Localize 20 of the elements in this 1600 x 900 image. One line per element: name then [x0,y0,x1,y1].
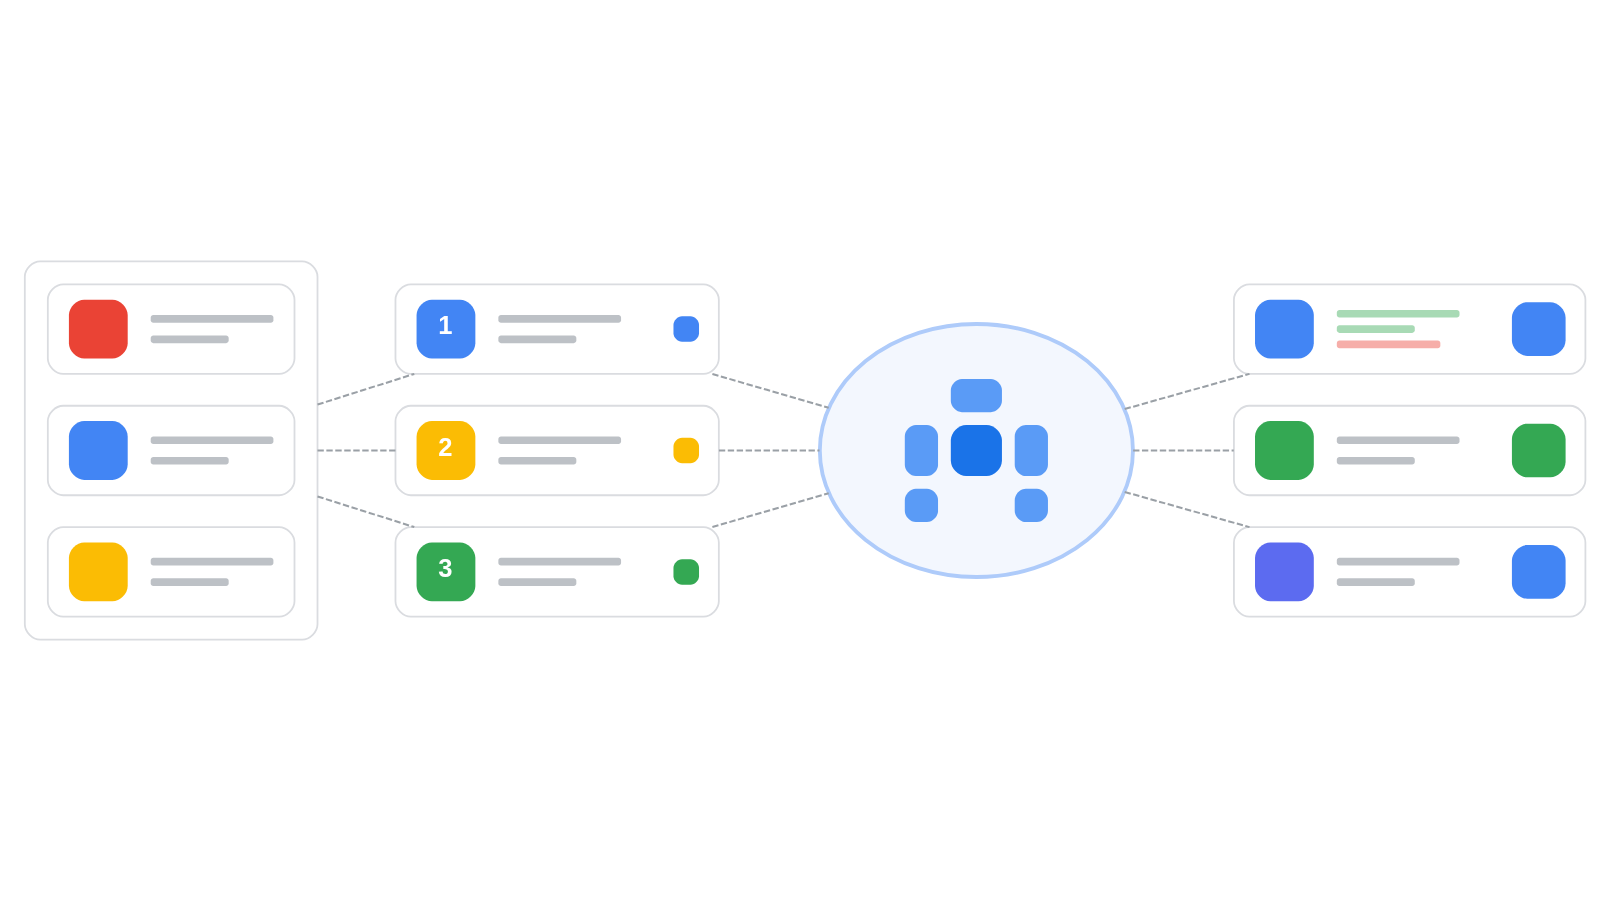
connector [712,491,829,528]
node-cloud [817,321,1135,579]
node-box: 2 [394,404,720,496]
node-box: 3 [394,525,720,618]
connector [317,372,415,406]
connector [1124,372,1250,410]
node-box [1233,282,1587,375]
cluster [23,259,319,641]
node-box: 1 [394,282,720,375]
node-box [1233,404,1587,496]
node-box [1233,525,1587,618]
node-box [46,282,296,375]
connector [1133,448,1234,452]
connector [718,448,820,452]
node-box [46,525,296,618]
connector [712,372,829,409]
connector [317,494,415,528]
connector [317,448,396,452]
connector [1124,490,1250,528]
node-box [46,404,296,496]
